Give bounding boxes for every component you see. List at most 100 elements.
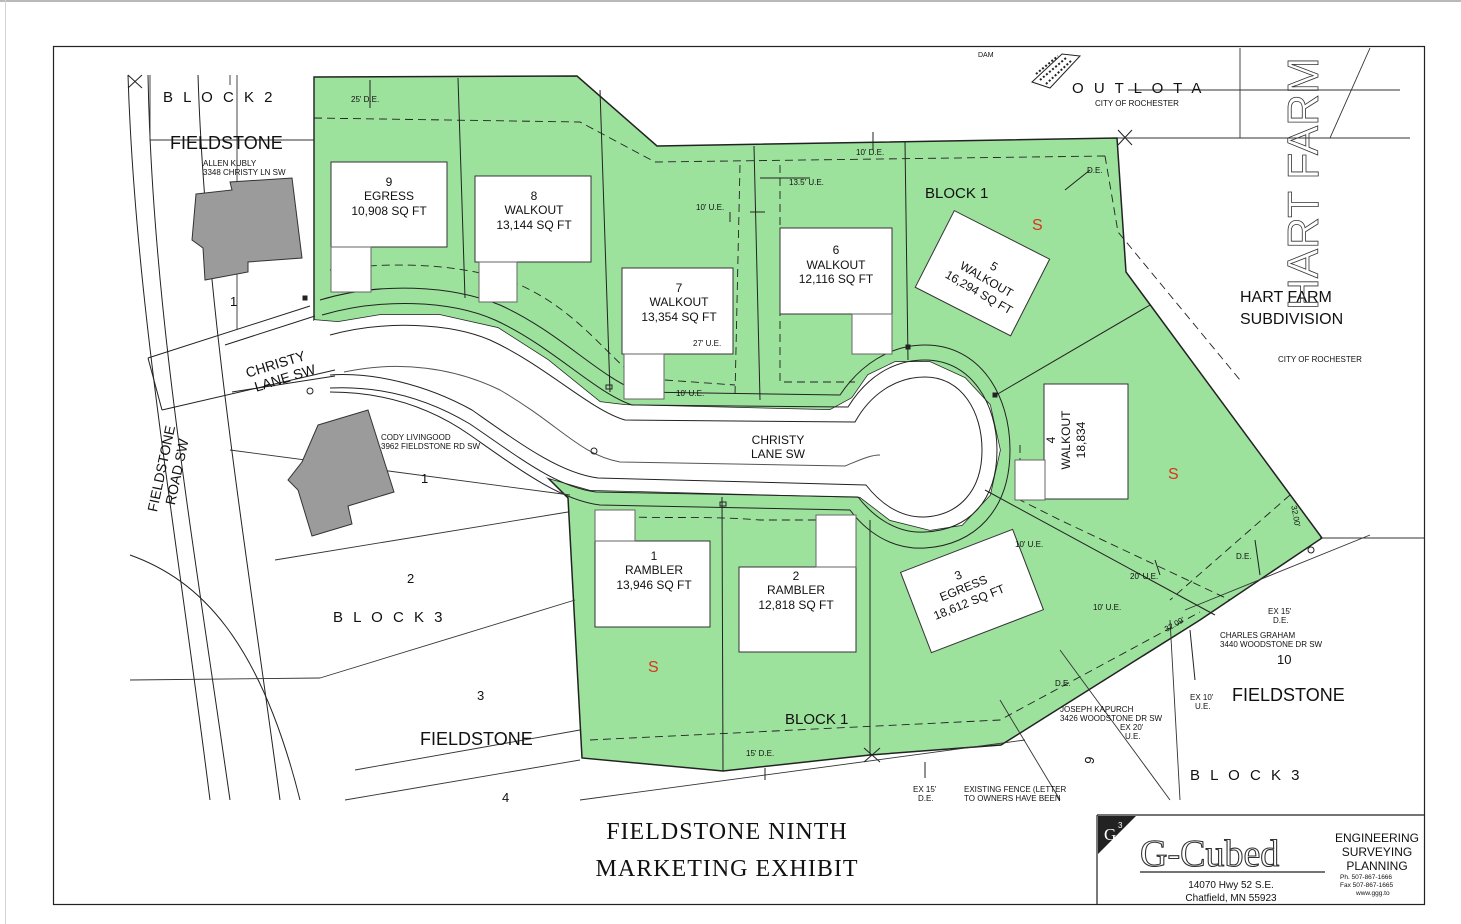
svg-text:2: 2 (793, 569, 800, 583)
block-3-left-label: B L O C K 3 (333, 609, 445, 626)
svg-text:13,354 SQ FT: 13,354 SQ FT (641, 310, 717, 324)
svg-text:13,144 SQ FT: 13,144 SQ FT (496, 218, 572, 232)
christy-lane-label-1: CHRISTY (752, 433, 805, 447)
s-marker-south: S (648, 659, 659, 676)
lot-8-driveway (478, 261, 518, 303)
block3-lot1-number: 1 (421, 471, 428, 486)
svg-text:18,834: 18,834 (1074, 421, 1088, 458)
ue20-label: 20' U.E. (1130, 572, 1158, 581)
services-list: ENGINEERING SURVEYING PLANNING (1335, 831, 1419, 873)
address-line-2: Chatfield, MN 55923 (1185, 893, 1277, 904)
svg-text:1: 1 (651, 549, 658, 563)
fax: Fax 507-867-1665 (1340, 882, 1394, 889)
lot9-number: 9 (1081, 755, 1097, 765)
svg-text:6: 6 (833, 243, 840, 257)
title-line-1: FIELDSTONE NINTH (606, 819, 848, 845)
lot-labels: 9 EGRESS 10,908 SQ FT 8 WALKOUT 13,144 S… (351, 175, 1088, 623)
building-pads (330, 161, 1129, 654)
neighbor-parcel-lines (129, 47, 1425, 801)
ue10-c-label: 10' U.E. (1015, 540, 1043, 549)
ex20-label: EX 20' (1120, 723, 1144, 732)
svg-text:EGRESS: EGRESS (364, 189, 414, 203)
block3-lot4-number: 4 (502, 790, 509, 805)
road-linework (319, 287, 1011, 549)
lot-9-pad (330, 161, 448, 248)
lot-2-driveway (815, 514, 857, 568)
block-labels: B L O C K 2 BLOCK 1 BLOCK 1 B L O C K 3 … (163, 89, 1299, 784)
ue27-label: 27' U.E. (693, 339, 721, 348)
owner-livingood: CODY LIVINGOOD (381, 433, 451, 442)
christy-lane-label-2: LANE SW (751, 447, 806, 461)
lot-6-pad (779, 227, 893, 315)
service-surveying: SURVEYING (1342, 845, 1412, 859)
neighbor-lot-numbers: 1 1 2 3 4 10 9 (230, 294, 1291, 805)
de-se-label: D.E. (1236, 552, 1252, 561)
lot-1-pad (594, 540, 711, 628)
lot-7-pad (621, 267, 734, 355)
ex10-label: EX 10' (1190, 693, 1214, 702)
block-1-bottom-label: BLOCK 1 (785, 711, 848, 728)
owner-kubly-address: 3348 CHRISTY LN SW (203, 168, 286, 177)
sheet-border (52, 45, 1426, 906)
svg-text:WALKOUT: WALKOUT (807, 258, 867, 272)
title-line-2: MARKETING EXHIBIT (596, 856, 859, 882)
website: www.ggg.to (1355, 890, 1390, 897)
fence-note-1: EXISTING FENCE (LETTER (964, 785, 1066, 794)
hart-farm-label: HART FARM (1240, 289, 1332, 306)
fieldstone-bottom-label: FIELDSTONE (420, 729, 533, 749)
lot-4-driveway (1014, 459, 1046, 501)
block3-lot3-number: 3 (477, 688, 484, 703)
svg-text:4: 4 (1044, 436, 1058, 443)
dimension-marks (127, 74, 1261, 780)
outlot-hatch (1031, 53, 1082, 89)
s-markers: S S S (648, 217, 1179, 676)
logo-superscript: 3 (1118, 821, 1123, 830)
s-marker-north: S (1032, 217, 1043, 234)
svg-text:7: 7 (676, 281, 683, 295)
lot-6-label: 6 WALKOUT 12,116 SQ FT (799, 243, 874, 286)
ex15-bottom-label-2: D.E. (918, 794, 934, 803)
block-1-top-label: BLOCK 1 (925, 185, 988, 202)
svg-text:WALKOUT: WALKOUT (650, 295, 710, 309)
de15-bottom-label: 15' D.E. (746, 749, 774, 758)
block-2-label: B L O C K 2 (163, 89, 275, 106)
ex20-label-2: U.E. (1125, 732, 1141, 741)
lot-7-driveway (623, 353, 665, 400)
lot-4-pad (1043, 383, 1129, 500)
owner-kapurch: JOSEPH KAPURCH (1060, 705, 1134, 714)
svg-text:8: 8 (531, 189, 538, 203)
svg-text:RAMBLER: RAMBLER (625, 563, 683, 577)
exhibit-title: FIELDSTONE NINTH MARKETING EXHIBIT (596, 819, 859, 882)
fence-note-2: TO OWNERS HAVE BEEN (964, 794, 1061, 803)
fieldstone-topleft-label: FIELDSTONE (170, 133, 283, 153)
svg-text:12,116 SQ FT: 12,116 SQ FT (799, 272, 874, 286)
lot10-number: 10 (1277, 652, 1291, 667)
service-engineering: ENGINEERING (1335, 831, 1419, 845)
lot-4-label: 4 WALKOUT 18,834 (1044, 410, 1088, 470)
owner-kubly: ALLEN KUBLY (203, 159, 257, 168)
outlot-city-label: CITY OF ROCHESTER (1095, 99, 1179, 108)
owner-graham: CHARLES GRAHAM (1220, 631, 1295, 640)
lot-2-label: 2 RAMBLER 12,818 SQ FT (758, 569, 834, 612)
lot-8-pad (474, 175, 592, 263)
sheet-left-edge (5, 0, 6, 924)
adjacent-subdivisions: O U T L O T A CITY OF ROCHESTER HART FAR… (978, 52, 1362, 364)
utility-symbols (302, 295, 1315, 554)
fieldstone-labels: FIELDSTONE FIELDSTONE FIELDSTONE (170, 133, 1345, 749)
owner-graham-address: 3440 WOODSTONE DR SW (1220, 640, 1323, 649)
livingood-house (287, 409, 395, 537)
fieldstone-right-label: FIELDSTONE (1232, 685, 1345, 705)
ue10-b-label: 10' U.E. (676, 389, 704, 398)
ue10-d-label: 10' U.E. (1093, 603, 1121, 612)
svg-text:WALKOUT: WALKOUT (505, 203, 565, 217)
easement-labels: 25' D.E. 10' D.E. 13.5' U.E. 10' U.E. 27… (351, 95, 1302, 803)
s-marker-east: S (1168, 466, 1179, 483)
logo-mark: G (1104, 825, 1116, 844)
lot-2-pad (738, 566, 857, 653)
kubly-house (191, 177, 303, 281)
svg-text:RAMBLER: RAMBLER (767, 583, 825, 597)
service-planning: PLANNING (1346, 859, 1407, 873)
de25-label: 25' D.E. (351, 95, 379, 104)
ex10-label-2: U.E. (1195, 702, 1211, 711)
ex15-right-label-2: D.E. (1273, 616, 1289, 625)
